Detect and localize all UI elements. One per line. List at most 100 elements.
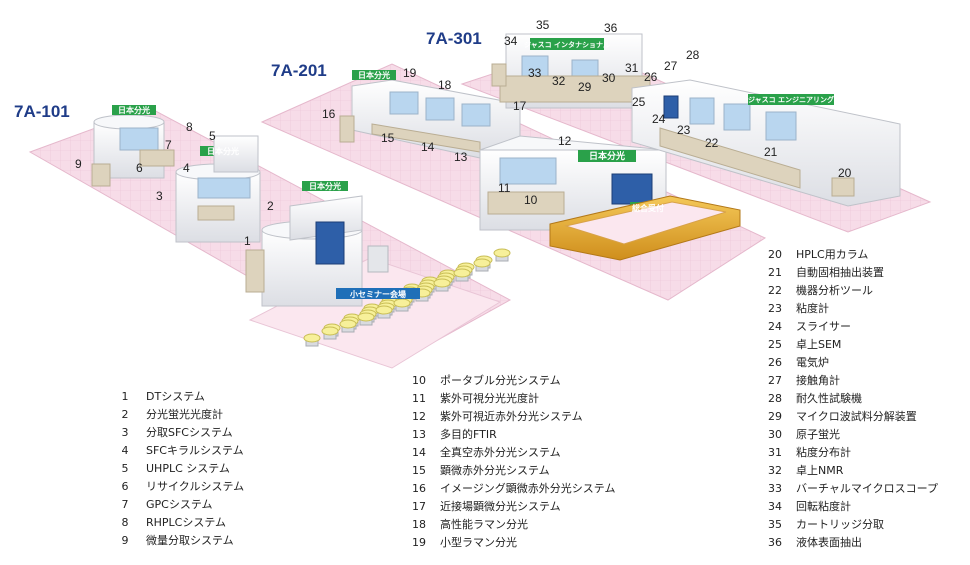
booth-7a-301-b [631, 79, 901, 207]
legend-number: 2 [121, 408, 129, 421]
legend-text: 粘度分布計 [796, 446, 851, 459]
station-number: 12 [558, 134, 572, 148]
station-number: 31 [625, 61, 639, 75]
legend-number: 25 [768, 338, 782, 351]
hall-label-7a-301: 7A-301 [426, 29, 482, 48]
seminar-stool [303, 333, 321, 343]
legend-number: 33 [768, 482, 782, 495]
legend-text: HPLC用カラム [796, 248, 869, 261]
legend-number: 28 [768, 392, 782, 405]
legend-text: 紫外可視近赤外分光システム [440, 410, 583, 423]
station-number: 8 [186, 120, 193, 134]
legend-text: リサイクルシステム [146, 480, 245, 493]
station-number: 35 [536, 18, 550, 32]
legend-number: 12 [412, 410, 426, 423]
legend-text: 顕微赤外分光システム [440, 464, 550, 477]
station-number: 28 [686, 48, 700, 62]
hall-label-7a-201: 7A-201 [271, 61, 327, 80]
sign-nihon-bunko-101a: 日本分光 [118, 105, 150, 115]
legend-text: SFCキラルシステム [146, 444, 244, 457]
legend-number: 26 [768, 356, 782, 369]
station-number: 18 [438, 78, 452, 92]
legend-number: 3 [121, 426, 129, 439]
hall-label-7a-101: 7A-101 [14, 102, 70, 121]
booth-7a-101-b [175, 135, 261, 243]
legend-number: 9 [121, 534, 129, 547]
legend-text: 紫外可視分光光度計 [440, 392, 539, 405]
legend-item: 1 DTシステム [110, 388, 244, 406]
legend-text: GPCシステム [146, 498, 213, 511]
legend-text: 卓上SEM [796, 338, 842, 351]
legend-text: 多目的FTIR [440, 428, 497, 441]
legend-item: 36 液体表面抽出 [760, 534, 938, 552]
station-number: 3 [156, 189, 163, 203]
legend-number: 1 [121, 390, 129, 403]
seminar-stool [453, 268, 471, 278]
station-number: 4 [183, 161, 190, 175]
legend-number: 21 [768, 266, 782, 279]
sign-nihon-bunko-201b: 日本分光 [589, 150, 625, 162]
sign-jasco-engineering: ジャスコ エンジニアリング [748, 95, 834, 104]
legend-text: RHPLCシステム [146, 516, 227, 529]
station-number: 34 [504, 34, 518, 48]
station-number: 27 [664, 59, 678, 73]
legend-text: 機器分析ツール [796, 284, 873, 297]
legend-number: 24 [768, 320, 782, 333]
legend-text: UHPLC システム [146, 462, 230, 475]
sign-nihon-bunko-201a: 日本分光 [358, 70, 390, 80]
legend-text: イメージング顕微赤外分光システム [440, 482, 616, 495]
seminar-stool [321, 326, 339, 336]
station-number: 2 [267, 199, 274, 213]
legend-text: DTシステム [146, 390, 205, 403]
sign-small-seminar: 小セミナー会場 [349, 289, 406, 299]
legend-number: 36 [768, 536, 782, 549]
seminar-stool [393, 298, 411, 308]
legend-number: 20 [768, 248, 782, 261]
reception-counter [549, 195, 741, 261]
station-number: 29 [578, 80, 592, 94]
station-number: 22 [705, 136, 719, 150]
station-number: 24 [652, 112, 666, 126]
station-number: 1 [244, 234, 251, 248]
booth-7a-301-a [491, 33, 651, 109]
station-number: 11 [498, 181, 511, 195]
legend-text: 分光蛍光光度計 [146, 408, 223, 421]
station-number: 5 [209, 129, 216, 143]
station-number: 30 [602, 71, 616, 85]
station-number: 13 [454, 150, 468, 164]
legend-text: 接触角計 [796, 374, 840, 387]
seminar-sign [336, 288, 420, 299]
legend-number: 17 [412, 500, 426, 513]
legend-number: 32 [768, 464, 782, 477]
station-number: 15 [381, 131, 395, 145]
legend-text: 分取SFCシステム [146, 426, 233, 439]
sign-general-reception: 総合受付 [632, 203, 664, 213]
station-number: 23 [677, 123, 691, 137]
legend-text: 回転粘度計 [796, 500, 851, 513]
station-number: 33 [528, 66, 542, 80]
legend-text: 電気炉 [796, 356, 829, 369]
station-number: 17 [513, 99, 527, 113]
legend-number: 8 [121, 516, 129, 529]
legend-text: 自動固相抽出装置 [796, 266, 884, 279]
legend-number: 19 [412, 536, 426, 549]
seminar-stool [473, 258, 491, 268]
legend-item: 3 分取SFCシステム [110, 424, 244, 442]
legend-text: 液体表面抽出 [796, 536, 862, 549]
